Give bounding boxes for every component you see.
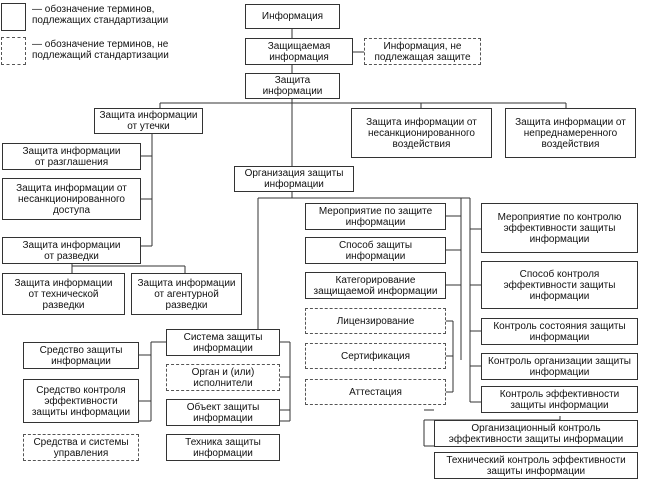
- node-sertifikaciya: Сертификация: [305, 343, 446, 369]
- node-ot-agenturnoy: Защита информации от агентурной разведки: [131, 273, 242, 315]
- node-ot-nsd-vozdeystviya: Защита информации от несанкционированног…: [351, 108, 492, 158]
- node-zashchita: Защита информации: [245, 73, 340, 99]
- node-meropriyatie: Мероприятие по защите информации: [305, 203, 446, 230]
- node-kontrol-organizacii: Контроль организации защиты информации: [481, 353, 638, 380]
- node-licenzirovanie: Лицензирование: [305, 308, 446, 334]
- node-sposob-kontrolya: Способ контроля эффективности защиты инф…: [481, 261, 638, 309]
- legend-solid-swatch: [1, 3, 26, 31]
- node-kontrol-effektivnosti: Контроль эффективности защиты информации: [481, 386, 638, 413]
- legend-dashed-swatch: [1, 37, 26, 65]
- legend-standard-text: — обозначение терминов, подлежащих станд…: [32, 4, 169, 26]
- node-informaciya: Информация: [245, 4, 340, 29]
- node-attestaciya: Аттестация: [305, 379, 446, 405]
- node-ot-tekhnicheskoy: Защита информации от технической разведк…: [2, 273, 125, 315]
- node-kontrol-sostoyaniya: Контроль состояния защиты информации: [481, 318, 638, 345]
- node-ot-razvedki: Защита информации от разведки: [2, 237, 141, 264]
- node-obekt: Объект защиты информации: [166, 399, 280, 426]
- node-ot-razglasheniya: Защита информации от разглашения: [2, 143, 141, 170]
- node-sredstvo-kontrolya: Средство контроля эффективности защиты и…: [23, 379, 139, 423]
- node-kategorirovanie: Категорирование защищаемой информации: [305, 272, 446, 299]
- legend-nonstandard-text: — обозначение терминов, не подлежащий ст…: [32, 39, 169, 61]
- node-sredstva-sistemy: Средства и системы управления: [23, 434, 139, 461]
- node-sistema: Система защиты информации: [166, 329, 280, 356]
- node-zashchishchaemaya: Защищаемая информация: [245, 38, 353, 65]
- node-ot-neprednamerennogo: Защита информации от непреднамеренного в…: [505, 108, 636, 158]
- node-org-kontrol: Организационный контроль эффективности з…: [434, 420, 638, 447]
- node-ne-podlezhashchaya: Информация, не подлежащая защите: [364, 38, 481, 65]
- node-ot-nsd-dostupa: Защита информации от несанкционированног…: [2, 178, 141, 220]
- node-merop-kontrolyu: Мероприятие по контролю эффективности за…: [481, 203, 638, 253]
- node-ot-utechki: Защита информации от утечки: [94, 108, 203, 134]
- node-organ: Орган и (или) исполнители: [166, 364, 280, 391]
- node-tekhnika: Техника защиты информации: [166, 434, 280, 461]
- node-tekh-kontrol: Технический контроль эффективности защит…: [434, 452, 638, 479]
- node-sposob: Способ защиты информации: [305, 237, 446, 264]
- node-sredstvo: Средство защиты информации: [23, 342, 139, 369]
- node-organizaciya: Организация защиты информации: [234, 166, 354, 192]
